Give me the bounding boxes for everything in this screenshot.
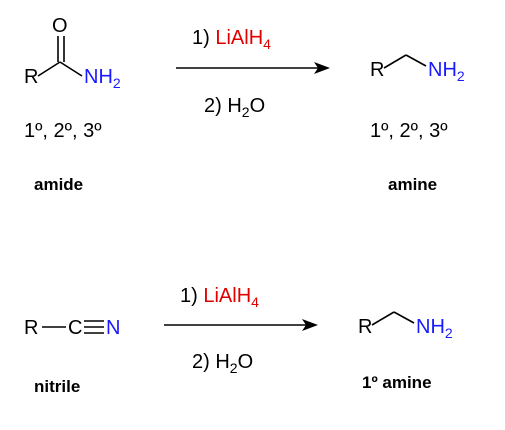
amide-degree-label: 1º, 2º, 3º: [24, 120, 102, 142]
r1-step1: 1) LiAlH4: [192, 27, 271, 52]
primary-amine-bond-c-n: [393, 311, 415, 324]
r2-arrow-head: [302, 319, 318, 331]
primary-amine-nh-label: NH2: [416, 316, 453, 341]
primary-amine-bond-r-c: [371, 311, 395, 326]
amine-bond-r-c: [383, 54, 407, 69]
r1-step2: 2) H2O: [204, 95, 265, 120]
r2-step2: 2) H2O: [192, 351, 253, 376]
amide-bond-c-n: [59, 61, 83, 77]
nitrile-r-label: R: [24, 317, 38, 339]
amide-r-label: R: [24, 66, 38, 88]
amide-name: amide: [34, 175, 83, 194]
amide-bond-r-c: [37, 61, 61, 77]
amine-structure: R NH2: [370, 54, 465, 84]
nitrile-name: nitrile: [34, 377, 80, 396]
amine-bond-c-n: [405, 54, 427, 67]
amine-degree-label: 1º, 2º, 3º: [370, 120, 448, 142]
nitrile-structure: R C N: [24, 317, 120, 339]
amine-nh-label: NH2: [428, 59, 465, 84]
primary-amine-structure: R NH2: [358, 311, 453, 341]
amine-name: amine: [388, 175, 437, 194]
primary-amine-r-label: R: [358, 316, 372, 338]
primary-amine-name: 1º amine: [362, 373, 432, 392]
r2-step1: 1) LiAlH4: [180, 285, 259, 310]
amide-o-label: O: [52, 15, 68, 37]
nitrile-c-label: C: [68, 317, 82, 339]
amide-structure: R O NH2: [24, 15, 121, 91]
amine-r-label: R: [370, 59, 384, 81]
r1-arrow-head: [314, 62, 330, 74]
amide-nh-label: NH2: [84, 66, 121, 91]
nitrile-n-label: N: [106, 317, 120, 339]
